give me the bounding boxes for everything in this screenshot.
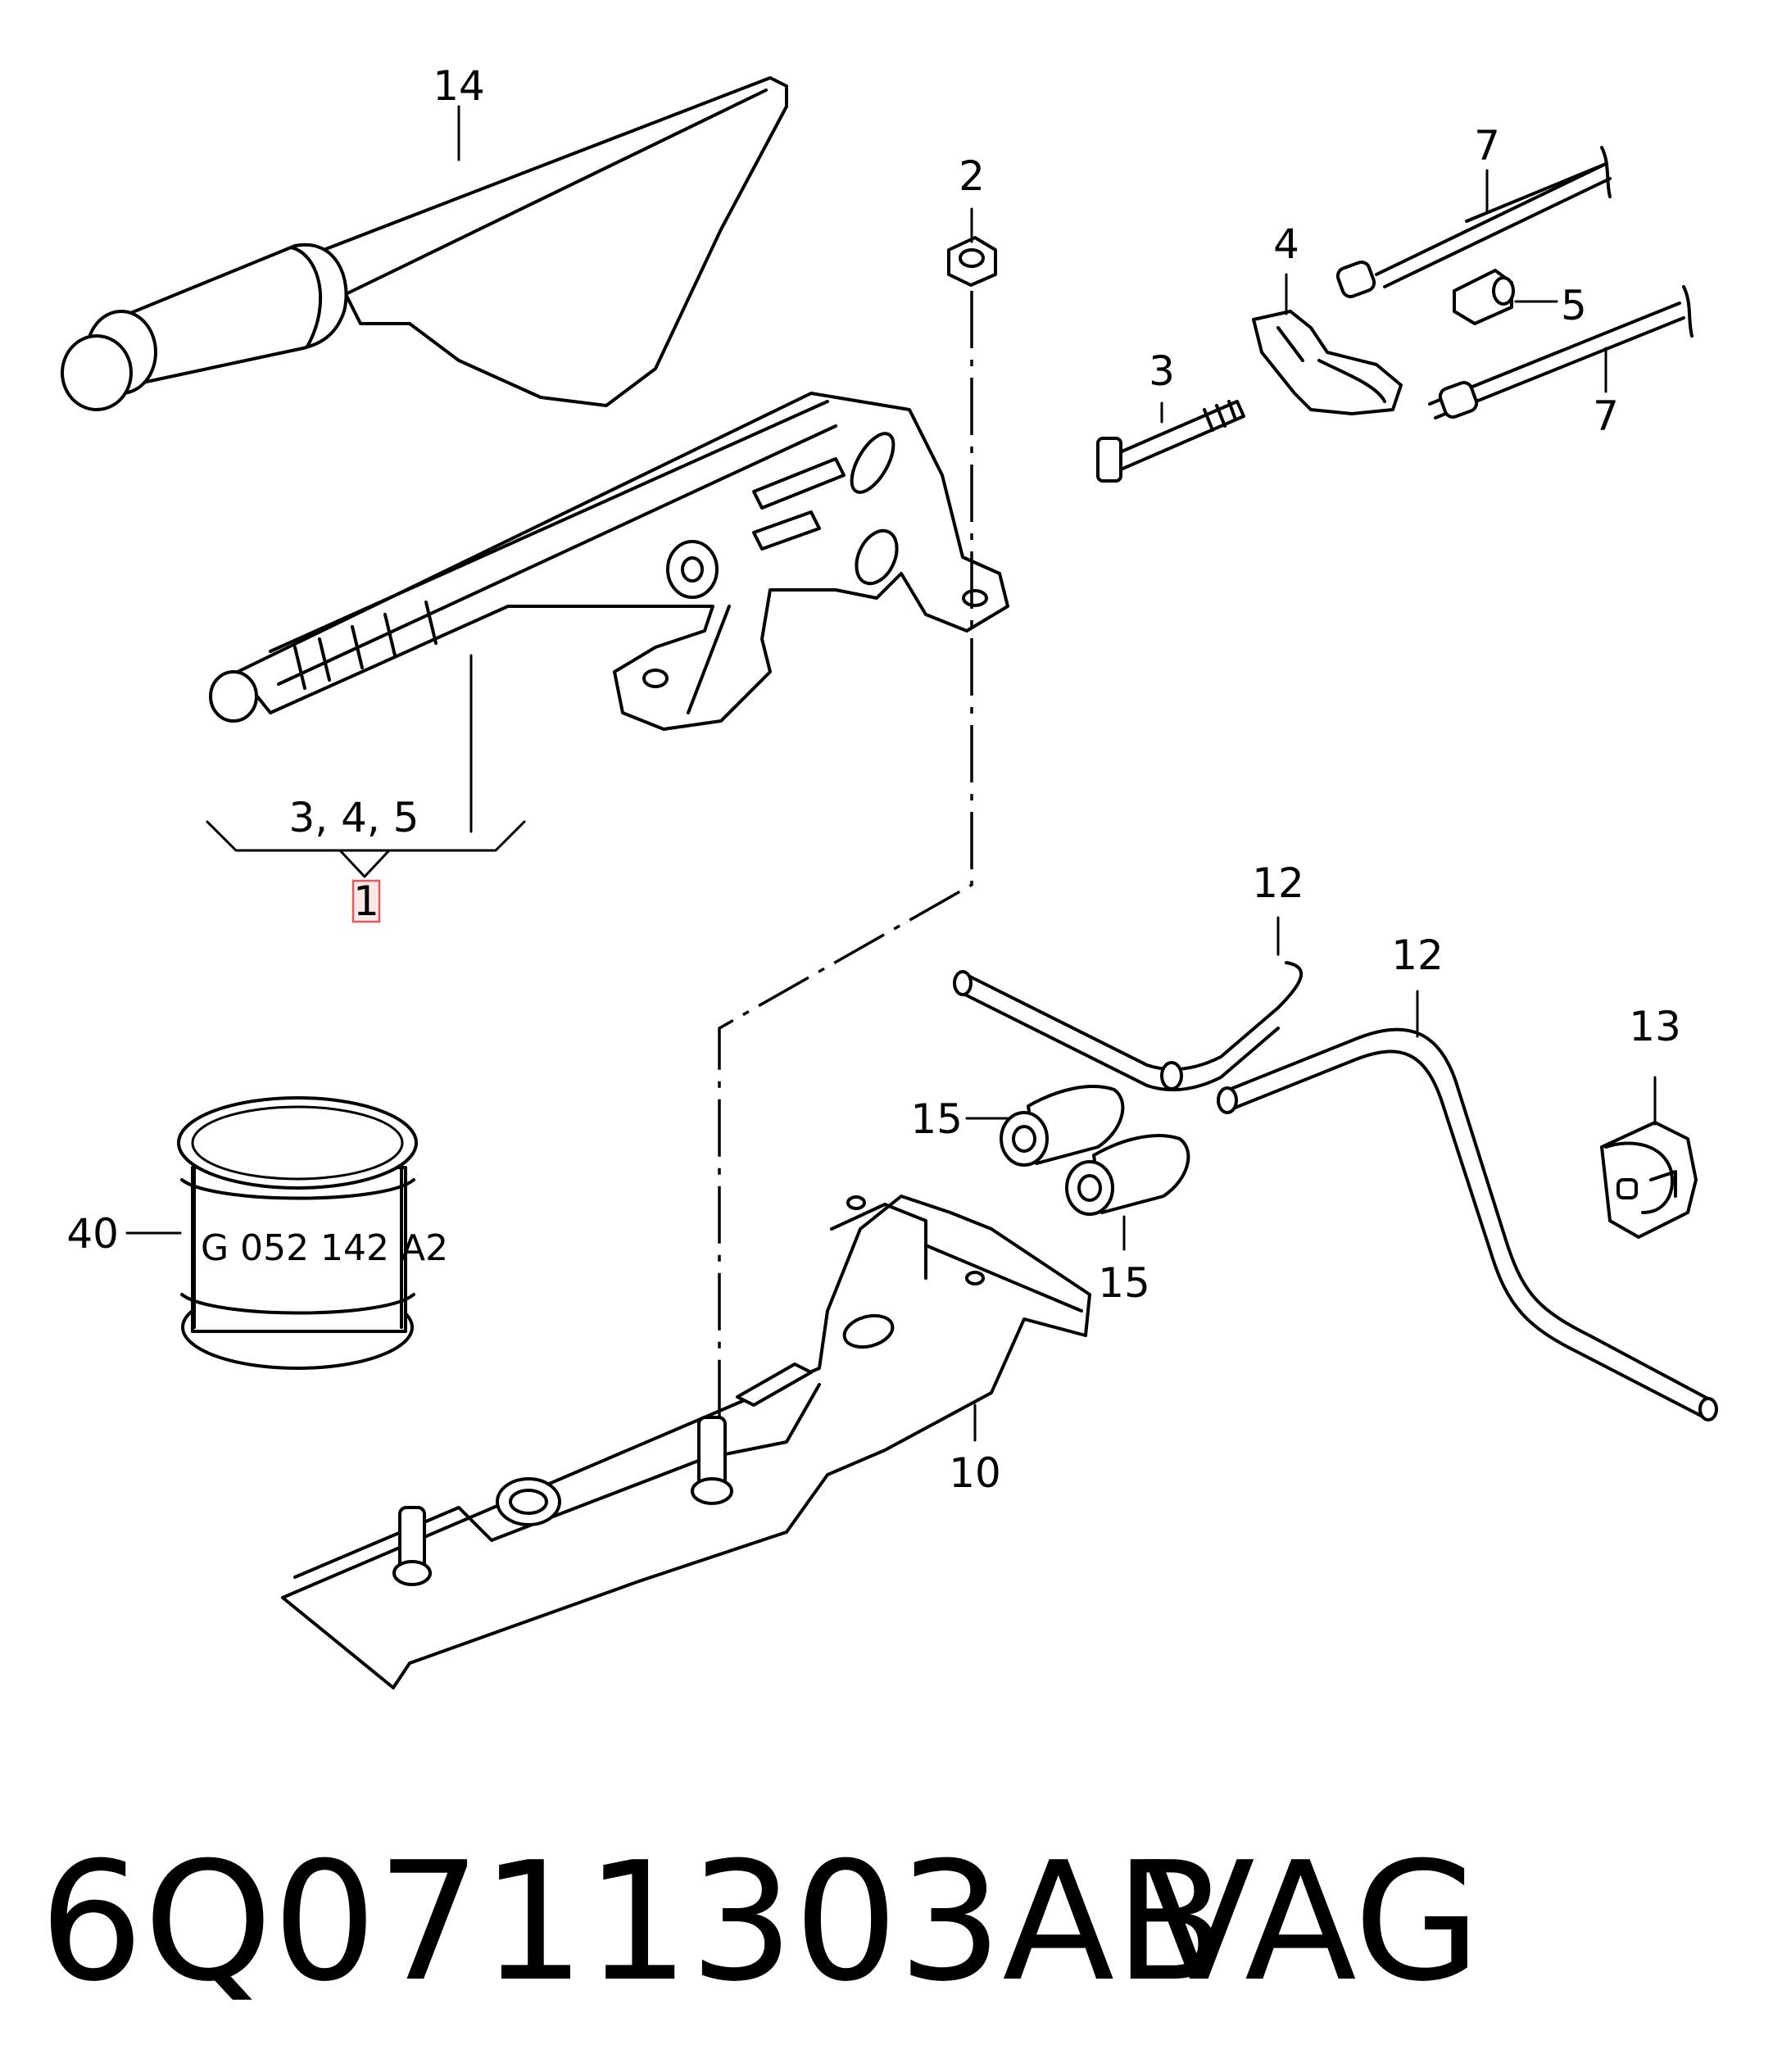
callout-12-left: 12 bbox=[1252, 859, 1304, 907]
callout-40: 40 bbox=[66, 1210, 119, 1258]
part-40-label: G 052 142 A2 bbox=[201, 1227, 448, 1269]
callout-4: 4 bbox=[1273, 220, 1299, 268]
callout-5: 5 bbox=[1561, 282, 1587, 329]
part-40-sealant: G 052 142 A2 bbox=[177, 1096, 448, 1370]
callout-7-top: 7 bbox=[1474, 122, 1500, 170]
callout-2: 2 bbox=[959, 152, 985, 200]
callout-15-top: 15 bbox=[910, 1095, 963, 1143]
callout-1: 1 bbox=[353, 877, 379, 925]
callout-14: 14 bbox=[433, 62, 485, 110]
part-13-clip bbox=[1600, 1121, 1698, 1239]
part-7-cables bbox=[1335, 146, 1694, 419]
part-12-lines bbox=[953, 961, 1718, 1421]
part-10-bracket bbox=[281, 1195, 1091, 1689]
footer: 6Q0711303AB VAG bbox=[39, 1827, 1480, 2018]
leader-lines bbox=[125, 105, 1657, 1442]
callout-15-bottom: 15 bbox=[1098, 1259, 1150, 1307]
callout-group-3-4-5: 3, 4, 5 bbox=[288, 794, 419, 841]
part-14-grip-cover bbox=[61, 76, 788, 411]
part-4-compensator bbox=[1252, 310, 1403, 415]
callout-10: 10 bbox=[949, 1449, 1001, 1497]
part-2-nut bbox=[947, 236, 997, 287]
brand: VAG bbox=[1143, 1827, 1480, 2018]
callout-13: 13 bbox=[1629, 1003, 1681, 1050]
part-1-lever-assembly bbox=[209, 392, 1009, 731]
part-3-pin bbox=[1096, 400, 1245, 483]
callout-3: 3 bbox=[1149, 347, 1175, 395]
callout-7-bottom: 7 bbox=[1593, 392, 1619, 440]
callout-12-right: 12 bbox=[1391, 932, 1444, 979]
mounting-line bbox=[718, 291, 973, 1426]
part-number: 6Q0711303AB bbox=[39, 1827, 1226, 2018]
callout-1-highlight bbox=[351, 879, 381, 923]
part-15-grommets bbox=[1000, 1085, 1190, 1216]
callout-labels: 14 2 3 4 5 7 7 3, 4, 5 1 12 12 13 15 15 … bbox=[66, 62, 1680, 1497]
part-5-nipple bbox=[1453, 269, 1515, 325]
